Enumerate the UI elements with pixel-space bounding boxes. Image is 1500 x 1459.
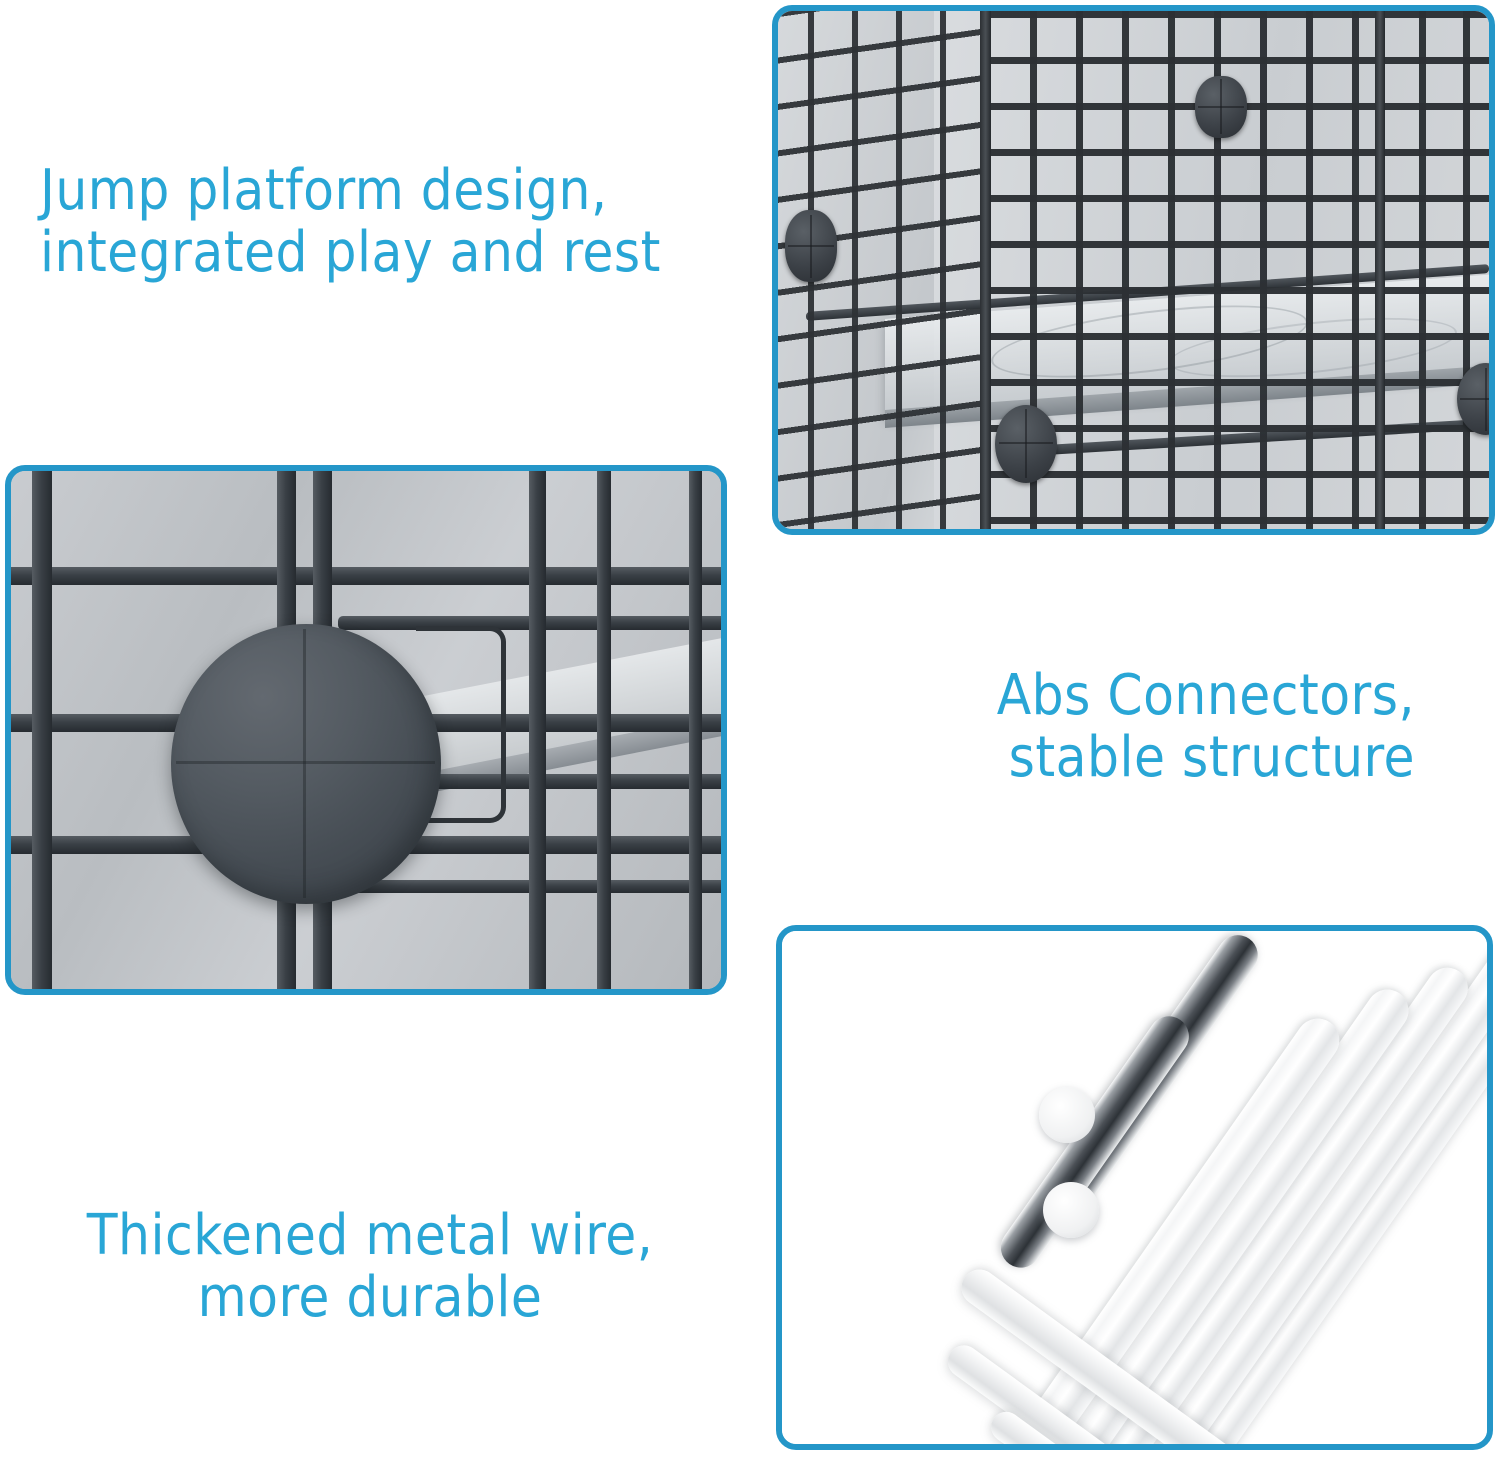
- cage-corner-post: [979, 11, 991, 529]
- wire-rod-vertical: [32, 471, 53, 989]
- connector-seam-horizontal: [176, 760, 436, 764]
- abs-connector-disc: [785, 210, 838, 283]
- caption-thickened-wire: Thickened metal wire, more durable: [86, 1203, 654, 1330]
- wire-rod-vertical: [529, 471, 547, 989]
- abs-connector-disc: [170, 623, 441, 904]
- wire-end-cap: [1042, 1182, 1099, 1239]
- caption-jump-platform: Jump platform design, integrated play an…: [40, 158, 661, 285]
- abs-connector-disc: [994, 404, 1057, 483]
- metal-wire-photo: [776, 925, 1493, 1450]
- metal-wire-photo-image: [782, 931, 1487, 1444]
- wire-rod-vertical: [689, 471, 703, 989]
- caption-abs-connectors: Abs Connectors, stable structure: [996, 663, 1415, 790]
- wire-rod-horizontal: [11, 566, 721, 585]
- wire-grid-panel-right: [1375, 11, 1489, 529]
- abs-connector-disc: [1194, 75, 1247, 138]
- jump-platform-photo: [772, 5, 1495, 535]
- wire-end-cap: [1039, 1087, 1096, 1144]
- connector-seam-vertical: [302, 629, 306, 898]
- connector-clip: [415, 626, 506, 823]
- wire-rod-vertical: [596, 471, 611, 989]
- abs-connector-photo: [5, 465, 727, 995]
- abs-connector-photo-image: [11, 471, 721, 989]
- cage-corner-post: [1375, 11, 1386, 529]
- jump-platform-photo-image: [778, 11, 1489, 529]
